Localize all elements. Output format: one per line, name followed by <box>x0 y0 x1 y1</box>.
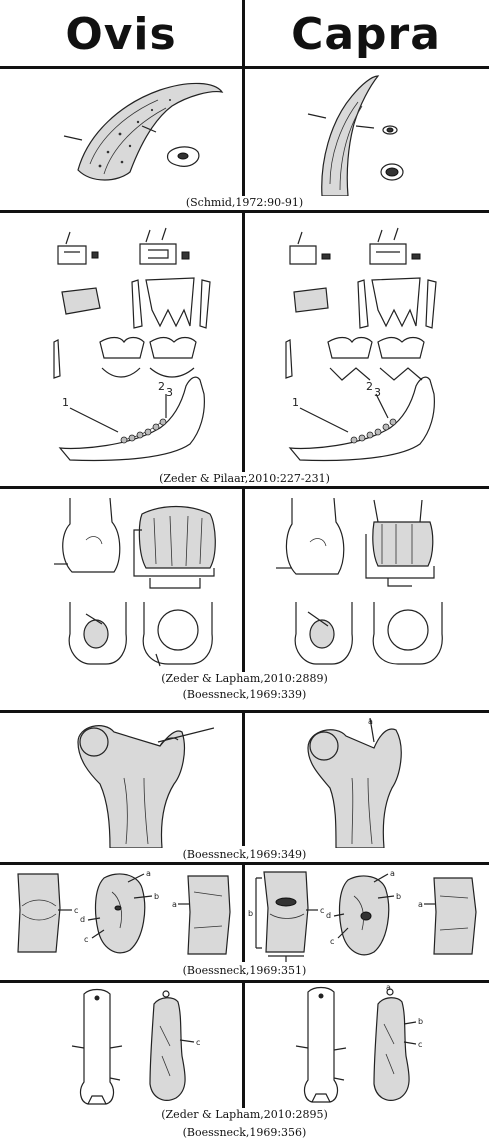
citation-phalanx-a: (Zeder & Lapham,2010:2895) <box>0 1108 489 1122</box>
svg-text:c: c <box>418 1040 422 1049</box>
svg-text:b: b <box>396 892 401 901</box>
citation-phalanx-b: (Boessneck,1969:356) <box>0 1126 489 1140</box>
svg-text:d: d <box>80 915 85 924</box>
column-divider <box>242 210 245 472</box>
svg-text:2: 2 <box>158 380 165 393</box>
capra-phalanx-illustration: b c a <box>294 984 434 1108</box>
citation-humerus-b: (Boessneck,1969:339) <box>0 688 489 702</box>
svg-text:1: 1 <box>62 396 69 409</box>
capra-proximal-femur-illustration: a <box>296 718 446 848</box>
column-divider <box>242 710 245 846</box>
svg-text:c: c <box>196 1038 200 1047</box>
svg-text:a: a <box>368 718 373 726</box>
column-divider <box>242 980 245 1108</box>
ovis-phalanx-illustration: c <box>70 986 210 1110</box>
header-capra: Capra <box>245 6 487 64</box>
ovis-proximal-femur-illustration <box>64 718 214 848</box>
column-divider <box>242 0 245 196</box>
capra-distal-humerus-illustration <box>262 494 462 670</box>
citation-astragalus: (Boessneck,1969:351) <box>0 964 489 978</box>
svg-text:1: 1 <box>292 396 299 409</box>
column-divider <box>242 486 245 672</box>
citation-teeth: (Zeder & Pilaar,2010:227-231) <box>0 472 489 486</box>
citation-humerus-a: (Zeder & Lapham,2010:2889) <box>0 672 489 686</box>
svg-text:b: b <box>154 892 159 901</box>
svg-text:a: a <box>390 869 395 878</box>
ovis-teeth-mandible-illustration: 1 2 3 <box>40 218 230 468</box>
svg-text:a: a <box>386 984 391 992</box>
svg-text:a: a <box>418 900 423 909</box>
svg-text:c: c <box>320 906 324 915</box>
svg-text:3: 3 <box>166 386 173 399</box>
capra-teeth-mandible-illustration: 1 2 3 <box>270 218 460 468</box>
capra-astragalus-illustration: b c a b d c a <box>248 868 484 964</box>
ovis-astragalus-illustration: c a b d c a <box>8 868 240 964</box>
svg-text:a: a <box>172 900 177 909</box>
svg-text:b: b <box>418 1017 423 1026</box>
capra-horn-core-illustration <box>290 72 450 200</box>
svg-text:b: b <box>248 909 253 918</box>
svg-text:a: a <box>146 869 151 878</box>
svg-text:c: c <box>74 906 78 915</box>
column-divider <box>242 862 245 962</box>
svg-text:3: 3 <box>374 386 381 399</box>
ovis-horn-core-illustration <box>60 74 230 198</box>
svg-text:2: 2 <box>366 380 373 393</box>
citation-femur: (Boessneck,1969:349) <box>0 848 489 862</box>
ovis-distal-humerus-illustration <box>30 494 230 670</box>
svg-text:c: c <box>330 937 334 946</box>
header-ovis: Ovis <box>0 6 242 64</box>
svg-text:d: d <box>326 911 331 920</box>
citation-horn: (Schmid,1972:90-91) <box>0 196 489 210</box>
svg-text:c: c <box>84 935 88 944</box>
